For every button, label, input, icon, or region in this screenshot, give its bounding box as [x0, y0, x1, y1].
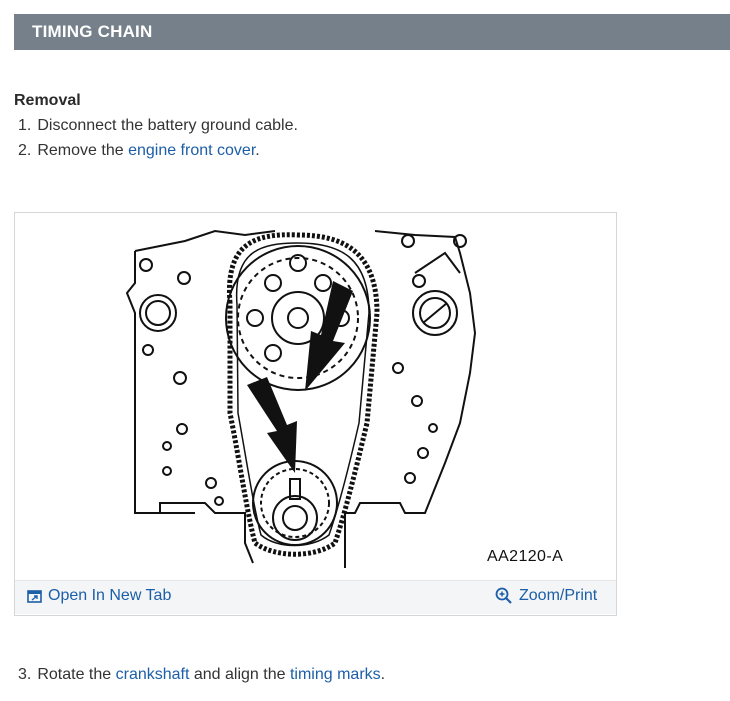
open-in-new-tab-label: Open In New Tab: [48, 587, 172, 604]
figure-caption: AA2120-A: [487, 548, 564, 565]
crankshaft-link[interactable]: crankshaft: [115, 666, 190, 683]
step-text-end: .: [255, 142, 260, 159]
figure-footer: Open In New Tab Zoom/Print: [15, 580, 616, 614]
step-text-mid: and align the: [189, 666, 290, 683]
timing-chain-diagram: [125, 229, 477, 568]
step-3: 3. Rotate the crankshaft and align the ti…: [18, 666, 385, 684]
open-in-new-tab-button[interactable]: Open In New Tab: [27, 587, 171, 605]
section-header-bar: TIMING CHAIN: [14, 14, 730, 50]
zoom-icon: [495, 587, 513, 605]
figure-container: AA2120-A: [14, 212, 617, 616]
step-number: 1.: [18, 117, 32, 134]
step-text: Rotate the: [37, 666, 116, 683]
removal-heading: Removal: [14, 92, 81, 109]
timing-marks-link[interactable]: timing marks: [289, 666, 381, 683]
page-title: TIMING CHAIN: [32, 22, 153, 41]
step-number: 3.: [18, 666, 32, 683]
step-text-end: .: [380, 666, 386, 683]
step-text: Remove the: [37, 142, 129, 159]
step-1: 1. Disconnect the battery ground cable.: [18, 117, 298, 135]
step-2: 2. Remove the engine front cover.: [18, 142, 260, 160]
zoom-print-button[interactable]: Zoom/Print: [495, 587, 597, 605]
engine-front-cover-link[interactable]: engine front cover: [128, 142, 256, 159]
step-text: Disconnect the battery ground cable.: [37, 117, 298, 134]
step-number: 2.: [18, 142, 32, 159]
zoom-print-label: Zoom/Print: [519, 587, 598, 604]
open-in-new-tab-icon: [27, 589, 42, 603]
